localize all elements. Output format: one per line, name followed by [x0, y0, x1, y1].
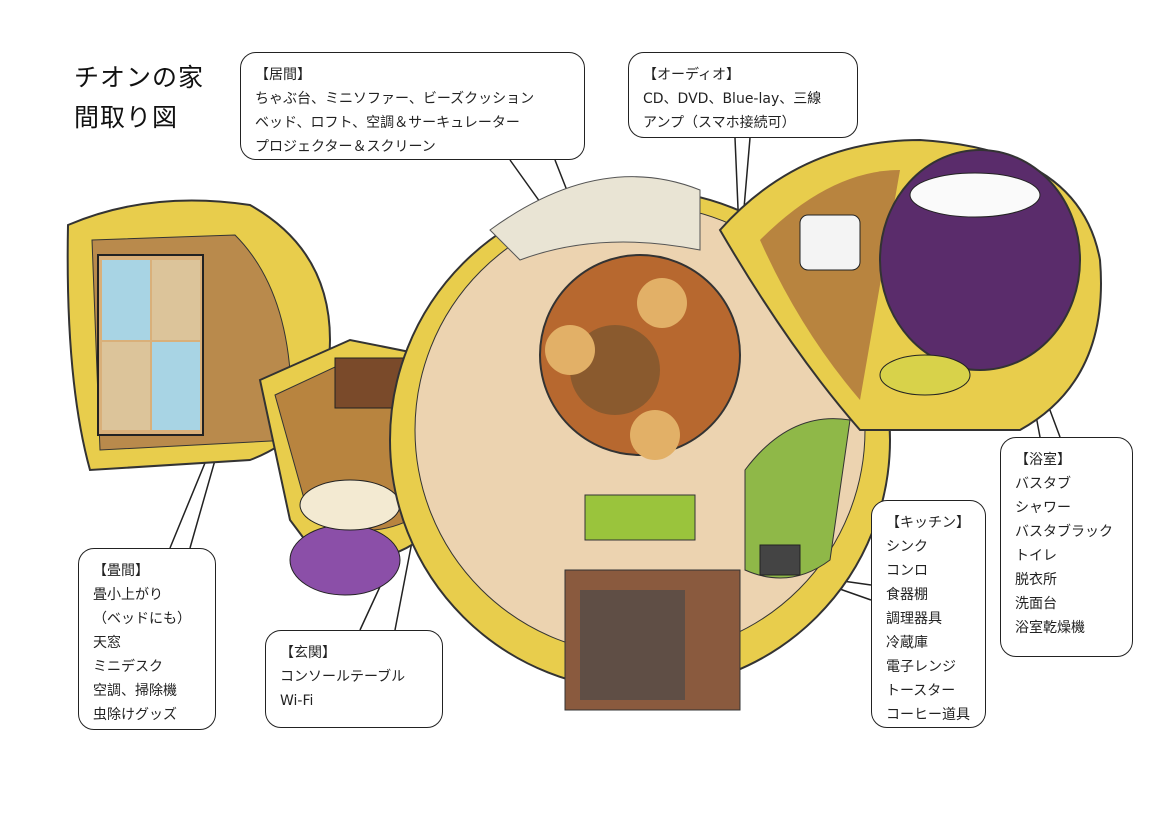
living-item: ベッド、ロフト、空調＆サーキュレーター: [255, 115, 520, 131]
living-heading: 【居間】: [255, 67, 311, 83]
bath-heading: 【浴室】: [1015, 452, 1071, 468]
living-item: プロジェクター＆スクリーン: [255, 139, 436, 155]
kitchen-callout: 【キッチン】 シンク コンロ 食器棚 調理器具 冷蔵庫 電子レンジ トースター …: [871, 500, 986, 728]
kitchen-item: 調理器具: [886, 611, 942, 627]
tatami-heading: 【畳間】: [93, 563, 149, 579]
tatami-item: ミニデスク: [93, 659, 163, 675]
audio-item: アンプ（スマホ接続可）: [643, 115, 796, 131]
bath-item: シャワー: [1015, 500, 1071, 516]
tatami-item: 虫除けグッズ: [93, 707, 177, 723]
bath-item: 洗面台: [1015, 596, 1057, 612]
living-item: ちゃぶ台、ミニソファー、ビーズクッション: [255, 91, 535, 107]
tatami-item: 畳小上がり: [93, 587, 163, 603]
kitchen-item: シンク: [886, 539, 928, 555]
audio-heading: 【オーディオ】: [643, 67, 741, 83]
kitchen-area: [744, 418, 851, 579]
bath-item: トイレ: [1015, 548, 1057, 564]
tatami-item: （ベッドにも）: [93, 611, 191, 627]
audio-callout: 【オーディオ】 CD、DVD、Blue-lay、三線 アンプ（スマホ接続可）: [628, 52, 858, 138]
bathroom: [718, 138, 1102, 431]
title-line2: 間取り図: [74, 103, 179, 132]
bath-item: バスタブラック: [1015, 524, 1113, 540]
audio-item: CD、DVD、Blue-lay、三線: [643, 91, 822, 107]
bath-item: 浴室乾燥機: [1015, 620, 1085, 636]
tatami-item: 天窓: [93, 635, 121, 651]
entrance-item: コンソールテーブル: [280, 669, 406, 685]
entrance-callout: 【玄関】 コンソールテーブル Wi-Fi: [265, 630, 443, 728]
tatami-item: 空調、掃除機: [93, 683, 177, 699]
living-callout: 【居間】 ちゃぶ台、ミニソファー、ビーズクッション ベッド、ロフト、空調＆サーキ…: [240, 52, 585, 160]
kitchen-item: コンロ: [886, 563, 928, 579]
bath-item: 脱衣所: [1015, 572, 1057, 588]
entrance-item: Wi-Fi: [280, 693, 314, 709]
bath-item: バスタブ: [1015, 476, 1071, 492]
entrance-heading: 【玄関】: [280, 645, 336, 661]
tatami-room: [66, 199, 332, 472]
kitchen-item: トースター: [886, 683, 956, 699]
tatami-callout: 【畳間】 畳小上がり （ベッドにも） 天窓 ミニデスク 空調、掃除機 虫除けグッ…: [78, 548, 216, 730]
kitchen-item: 食器棚: [886, 587, 928, 603]
kitchen-item: コーヒー道具: [886, 707, 970, 723]
kitchen-item: 冷蔵庫: [886, 635, 928, 651]
title-line1: チオンの家: [74, 63, 205, 92]
kitchen-heading: 【キッチン】: [886, 515, 970, 531]
bath-callout: 【浴室】 バスタブ シャワー バスタブラック トイレ 脱衣所 洗面台 浴室乾燥機: [1000, 437, 1133, 657]
kitchen-item: 電子レンジ: [886, 659, 956, 675]
